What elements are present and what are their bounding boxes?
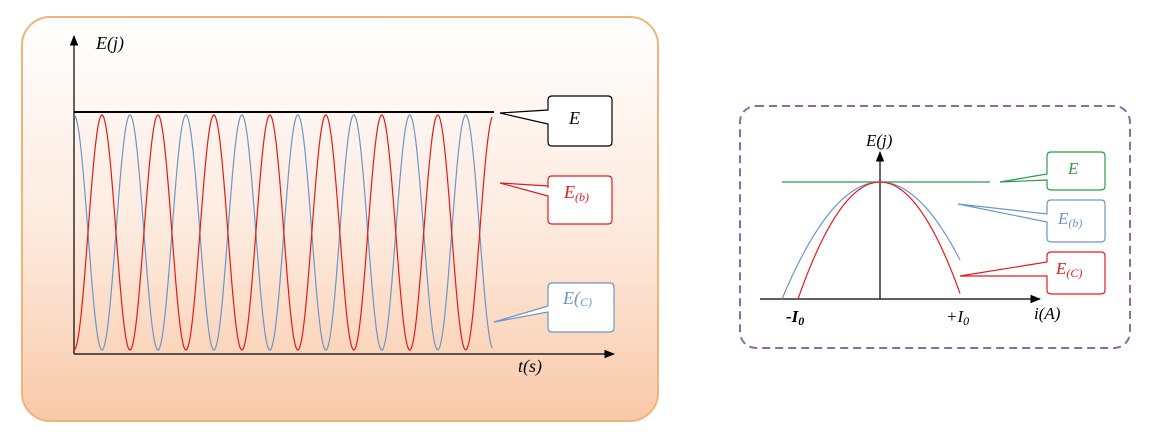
right-panel: E(j) i(A) -I0 +I0 E E(b) E(C) bbox=[739, 105, 1131, 349]
right-x-axis-label: i(A) bbox=[1034, 304, 1061, 323]
left-callout-b-label: E(b) bbox=[563, 182, 589, 204]
right-tick-pos-i0: +I0 bbox=[946, 307, 969, 328]
right-callout-total-label: E bbox=[1067, 159, 1079, 178]
left-callout-b: E(b) bbox=[499, 175, 613, 225]
right-callout-b-label: E(b) bbox=[1057, 209, 1082, 230]
left-panel: E(j) t(s) E E(b) E(C) bbox=[21, 16, 659, 422]
left-callout-c: E(C) bbox=[493, 282, 615, 333]
left-callout-total: E bbox=[499, 95, 613, 147]
right-y-axis-label: E(j) bbox=[865, 131, 893, 150]
right-curve-eb bbox=[797, 181, 961, 300]
left-callout-c-label: E(C) bbox=[562, 288, 592, 309]
right-panel-frame bbox=[739, 105, 1131, 349]
right-callout-c: E(C) bbox=[959, 251, 1106, 295]
right-callout-c-label: E(C) bbox=[1055, 259, 1082, 280]
right-tick-neg-i0: -I0 bbox=[786, 307, 804, 328]
left-curve-eb bbox=[73, 114, 493, 351]
right-callout-total: E bbox=[999, 151, 1106, 191]
left-y-axis-label: E(j) bbox=[95, 33, 124, 54]
right-callout-b: E(b) bbox=[957, 199, 1106, 243]
left-x-axis-label: t(s) bbox=[518, 356, 542, 377]
left-callout-total-label: E bbox=[568, 108, 580, 128]
